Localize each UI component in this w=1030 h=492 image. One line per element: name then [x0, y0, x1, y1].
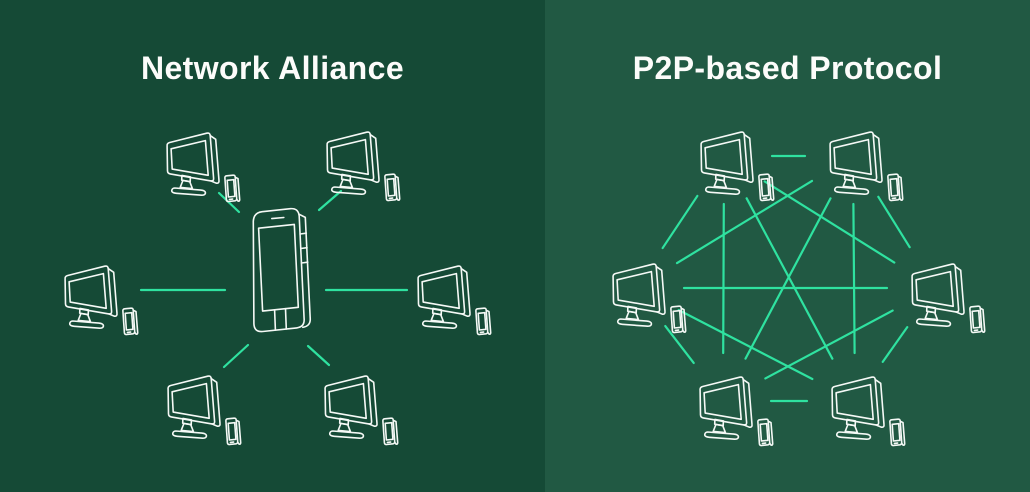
bottom-left-computer-icon: [167, 375, 242, 446]
connection-line-p2p-top-left-computer--p2p-bottom-right-computer: [745, 197, 834, 360]
connection-line-p2p-mid-left-computer--p2p-bottom-right-computer: [677, 308, 814, 381]
connection-line-p2p-top-right-computer--p2p-bottom-left-computer: [744, 197, 832, 360]
connection-line-p2p-top-right-computer--p2p-mid-left-computer: [675, 179, 814, 265]
connection-line-p2p-top-right-computer--p2p-mid-right-computer: [877, 195, 911, 249]
p2p-bottom-left-computer-icon: [699, 376, 774, 447]
right-panel-title: P2P-based Protocol: [632, 50, 943, 86]
network-alliance-panel: Network Alliance: [0, 0, 545, 492]
connection-line-p2p-mid-right-computer--p2p-bottom-right-computer: [881, 326, 909, 363]
connection-line-p2p-top-left-computer--p2p-mid-right-computer: [763, 180, 896, 264]
left-panel-title: Network Alliance: [140, 50, 405, 86]
p2p-mid-left-computer-icon: [612, 263, 687, 334]
top-right-computer-icon: [326, 131, 401, 202]
hub-smartphone-icon: [252, 207, 312, 333]
connection-line-top-left-computer--central-smartphone: [217, 191, 241, 214]
p2p-protocol-panel: P2P-based Protocol: [545, 0, 1030, 492]
connection-line-p2p-top-left-computer--p2p-bottom-left-computer: [722, 202, 725, 355]
connection-line-bottom-right-computer--central-smartphone: [306, 344, 331, 367]
connection-lines-layer: [139, 154, 911, 403]
mid-right-computer-icon: [417, 265, 492, 336]
connection-line-p2p-top-right-computer--p2p-bottom-right-computer: [852, 202, 856, 355]
p2p-top-left-computer-icon: [700, 131, 775, 202]
connection-line-p2p-top-left-computer--p2p-mid-left-computer: [661, 194, 699, 250]
connection-line-bottom-left-computer--central-smartphone: [222, 343, 250, 369]
p2p-mid-right-computer-icon: [911, 263, 986, 334]
bottom-right-computer-icon: [324, 375, 399, 446]
connection-line-p2p-mid-right-computer--p2p-bottom-left-computer: [764, 309, 894, 380]
connection-line-top-right-computer--central-smartphone: [317, 189, 343, 212]
mid-left-computer-icon: [64, 265, 139, 336]
top-left-computer-icon: [166, 132, 241, 203]
connection-line-p2p-mid-left-computer--p2p-bottom-left-computer: [664, 324, 695, 365]
p2p-top-right-computer-icon: [829, 131, 904, 202]
p2p-bottom-right-computer-icon: [831, 376, 906, 447]
